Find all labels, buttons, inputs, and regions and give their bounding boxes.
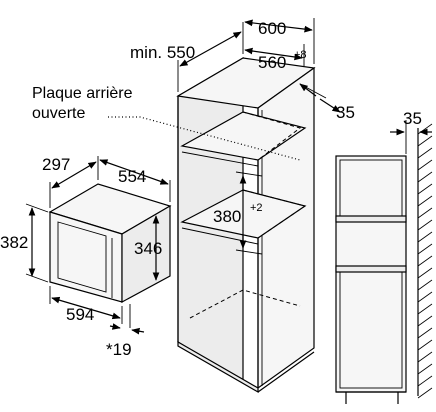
wall-gap-label: 35 xyxy=(403,109,422,128)
cabinet-width-label: 600 xyxy=(258,19,286,38)
appliance-door-window xyxy=(57,221,107,293)
wall-hatching xyxy=(417,123,433,399)
niche-height-tolerance: +2 xyxy=(250,202,263,214)
back-panel-note-line2: ouverte xyxy=(32,105,85,122)
cabinet-inner-width-label: 560 xyxy=(258,53,286,72)
appliance-width-label: 554 xyxy=(118,167,146,186)
section-lower-shelf xyxy=(335,265,407,273)
appliance-front-width-label: 594 xyxy=(66,305,94,324)
back-panel-note-line1: Plaque arrière xyxy=(32,85,133,102)
niche-height-label: 380 xyxy=(213,207,241,226)
side-section-view xyxy=(335,120,433,404)
appliance-height-label: 382 xyxy=(0,233,28,252)
tall-cabinet xyxy=(108,56,316,394)
cabinet-rear-gap-label: 35 xyxy=(336,103,355,122)
appliance-inner-height-label: 346 xyxy=(134,239,162,258)
appliance-depth-label: 297 xyxy=(42,155,70,174)
microwave-appliance xyxy=(48,183,172,304)
cabinet-inner-width-tolerance: +8 xyxy=(294,49,307,61)
cabinet-depth-label: min. 550 xyxy=(130,43,195,62)
section-cabinet-body xyxy=(335,155,407,393)
cabinet-dimensions xyxy=(177,18,341,255)
appliance-dimensions xyxy=(25,156,171,335)
appliance-offset-label: *19 xyxy=(106,340,132,359)
section-shelf xyxy=(335,215,407,223)
